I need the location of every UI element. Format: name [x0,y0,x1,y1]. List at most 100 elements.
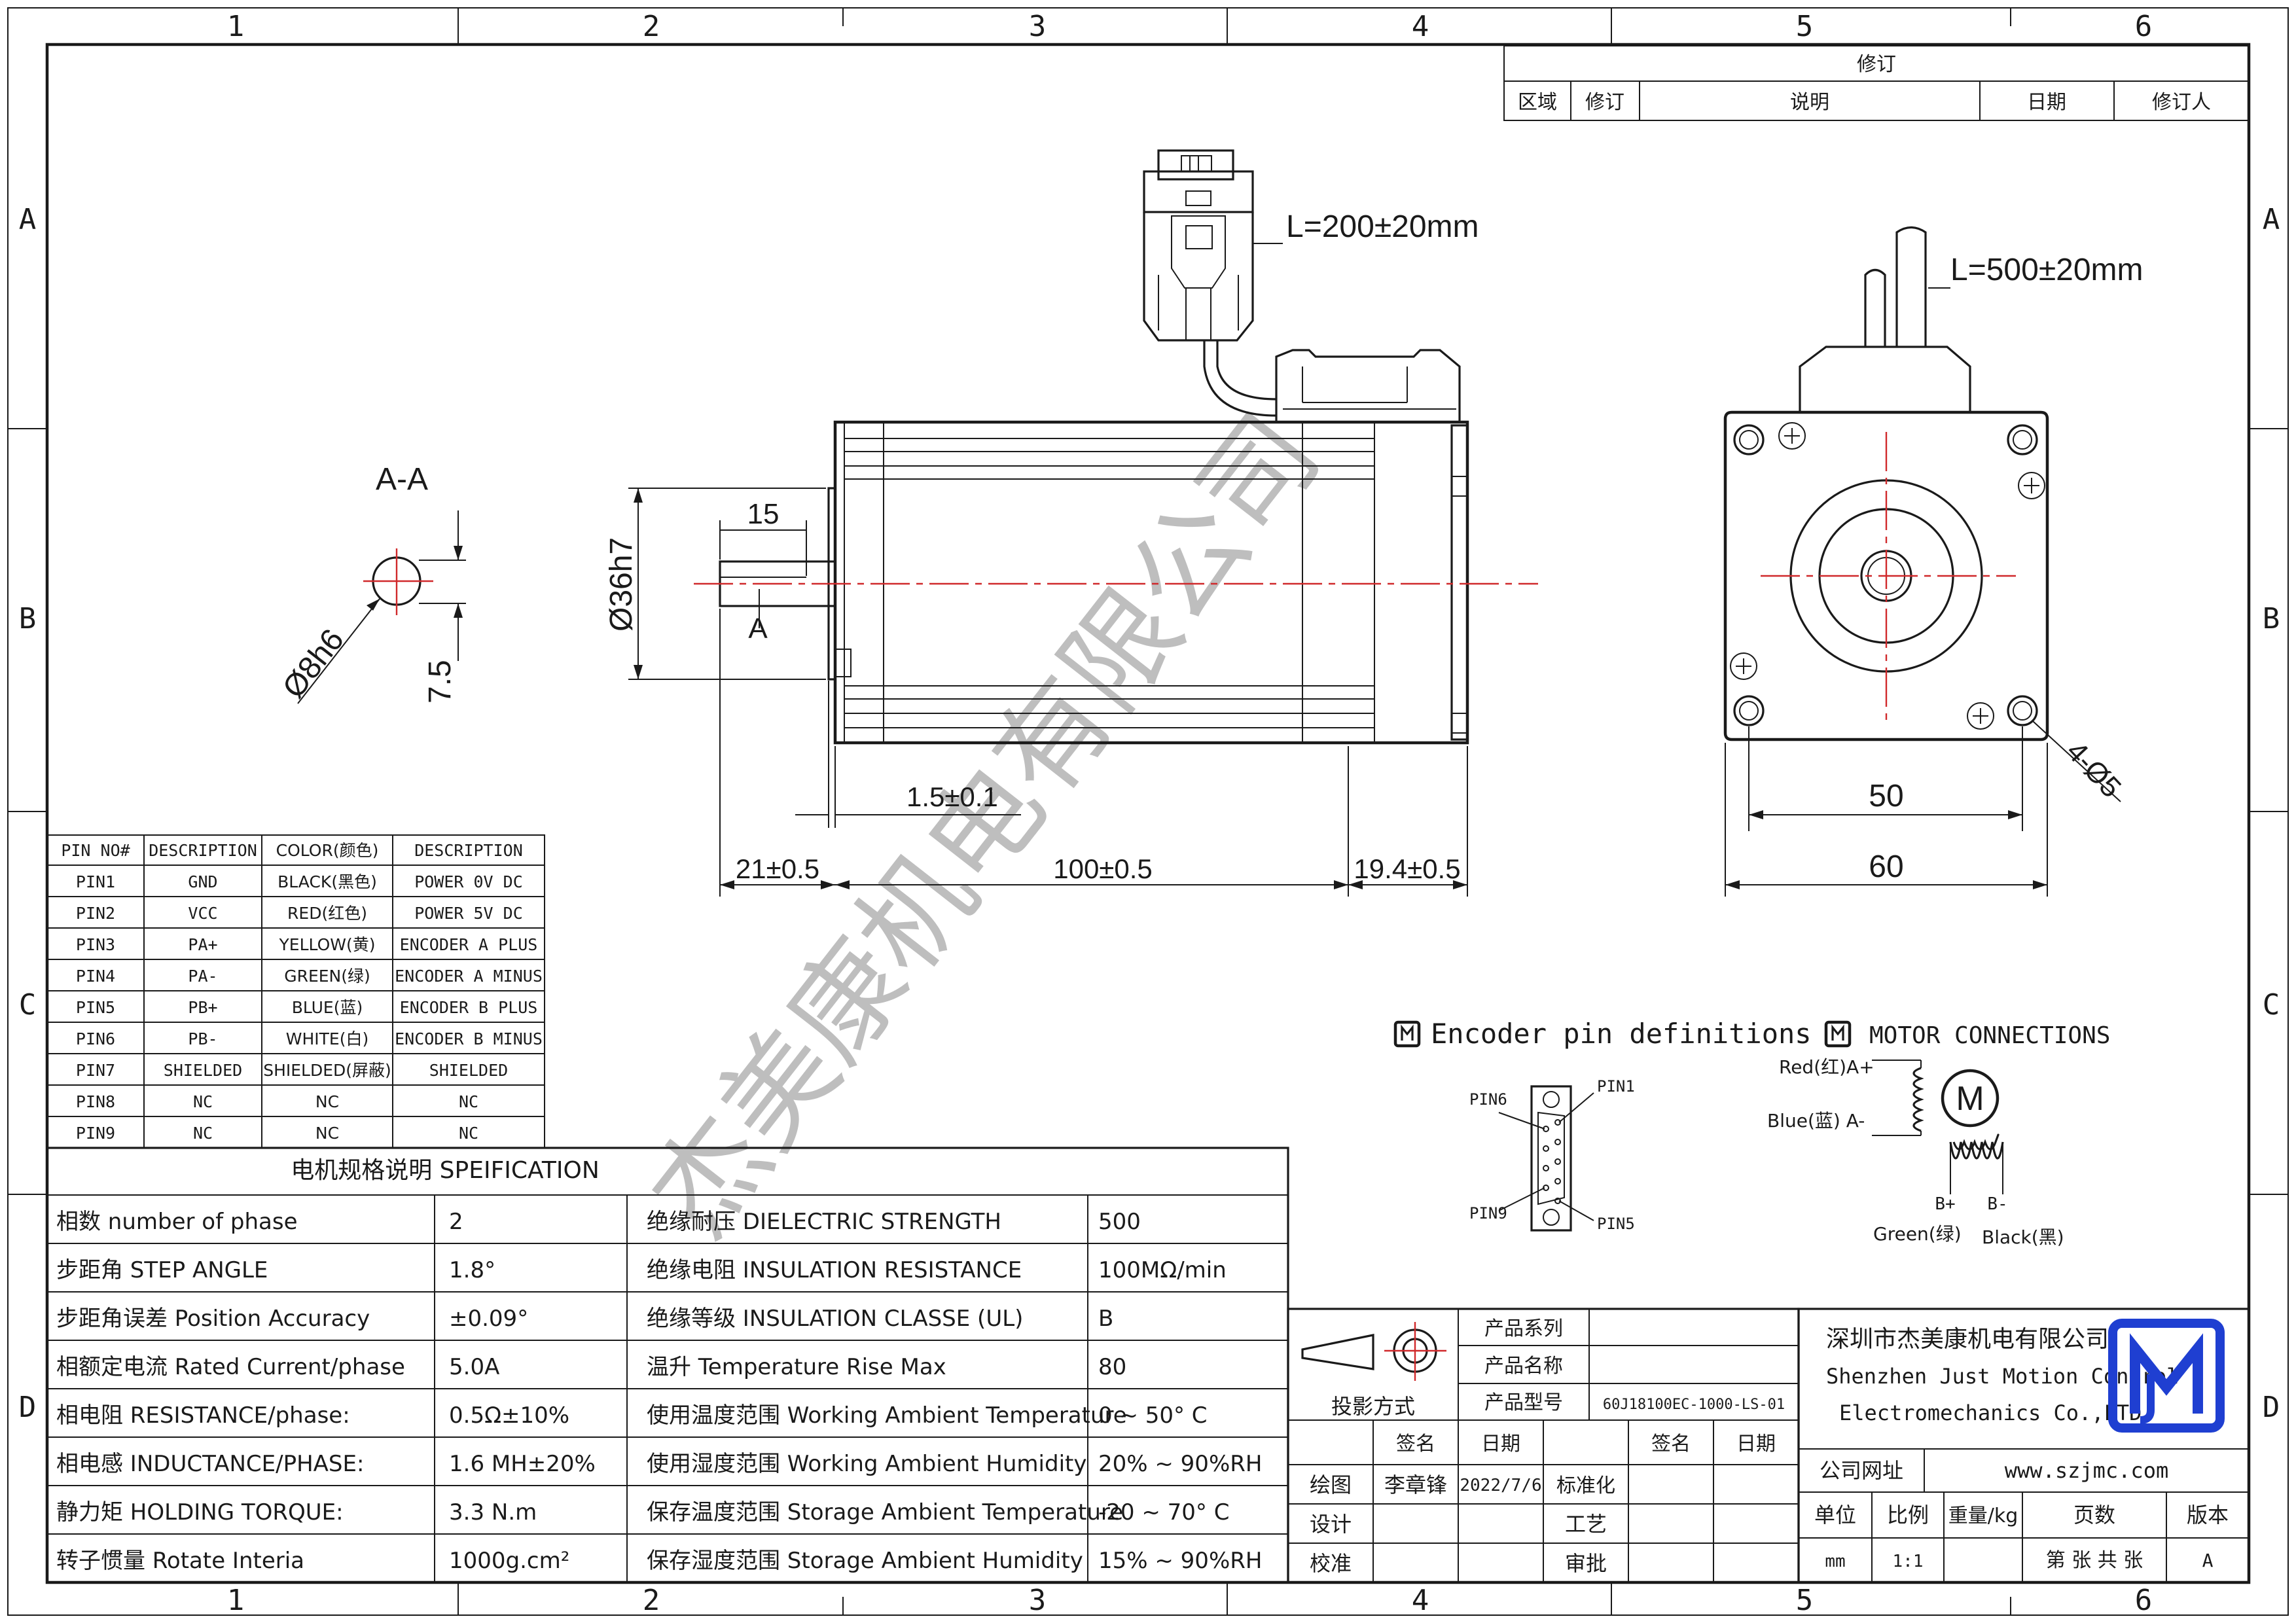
row-label-a: A [19,203,37,236]
pin-header-no: PIN NO# [61,841,130,860]
motor-b-minus: B- [1987,1194,2007,1214]
company-cn: 深圳市杰美康机电有限公司 [1826,1326,2109,1353]
col-label-3-bottom: 3 [1029,1584,1047,1617]
spec-value: 0.5Ω±10% [449,1402,569,1429]
spec-label: 相电阻 RESISTANCE/phase: [56,1402,350,1429]
pin-cell: BLACK(黑色) [278,872,377,891]
revision-table: 修订 区域 修订 说明 日期 修订人 [1503,45,2250,121]
pin-cell: PIN6 [76,1029,115,1048]
pin-cell: SHIELDED [429,1061,508,1080]
dim-hole-pitch: 50 [1869,779,1903,813]
col-label-5: 5 [1796,10,1814,43]
standard-label: 标准化 [1556,1474,1615,1497]
spec-label: 保存温度范围 Storage Ambient Temperature [647,1499,1123,1525]
encoder-pin9: PIN9 [1469,1204,1507,1222]
section-flat-dim: 7.5 [423,660,457,704]
process-label: 工艺 [1565,1512,1607,1537]
spec-label: 使用温度范围 Working Ambient Temperature [647,1402,1127,1429]
sign-label-2: 签名 [1651,1433,1691,1455]
pin-cell: ENCODER B MINUS [395,1029,543,1048]
pin-cell: BLUE(蓝) [292,998,363,1017]
spec-value: 2 [449,1209,463,1235]
row-label-c-right: C [2263,988,2280,1022]
encoder-pin5: PIN5 [1597,1215,1635,1233]
spec-value: 1000g.cm² [449,1548,569,1574]
dim-flange: 60 [1869,849,1903,884]
row-label-b-right: B [2263,602,2280,635]
motor-a-minus: Blue(蓝) A- [1767,1110,1865,1132]
company-logo-icon [2108,1319,2225,1433]
pin-cell: PIN8 [76,1092,115,1111]
revision-title: 修订 [1857,53,1896,76]
dim-holes: 4-Ø5 [2060,735,2128,804]
pin-cell: PIN9 [76,1124,115,1143]
dim-shaft-flat: 15 [747,498,780,530]
pin-cell: NC [315,1092,339,1111]
spec-value: B [1098,1306,1113,1332]
spec-label: 温升 Temperature Rise Max [647,1354,946,1380]
pin-cell: NC [459,1124,478,1143]
col-label-2: 2 [643,10,660,43]
pin-cell: POWER 0V DC [414,872,523,891]
section-shaft-dia: Ø8h6 [276,623,351,705]
spec-value: 100MΩ/min [1098,1257,1227,1283]
row-label-b: B [19,602,37,635]
spec-title: 电机规格说明 SPEIFICATION [291,1157,600,1184]
spec-label: 转子惯量 Rotate Interia [56,1548,304,1574]
pin-cell: PIN1 [76,872,115,891]
spec-value: 15% ~ 90%RH [1098,1548,1262,1574]
col-label-4: 4 [1412,10,1429,43]
col-label-6: 6 [2135,10,2153,43]
pages-label: 页数 [2073,1503,2115,1527]
spec-value: 80 [1098,1354,1126,1380]
dim-connector-cable: L=200±20mm [1286,209,1479,244]
pin-cell: PB+ [188,998,217,1017]
pages-value: 第 张 共 张 [2046,1549,2144,1572]
pin-header-color: COLOR(颜色) [276,841,379,860]
pin-cell: PIN5 [76,998,115,1017]
row-label-d-right: D [2263,1391,2280,1424]
check-label: 校准 [1310,1551,1352,1576]
col-label-3: 3 [1029,10,1047,43]
revision-header-rev: 修订 [1585,91,1624,114]
revision-header-date: 日期 [2027,91,2066,114]
spec-value: 20% ~ 90%RH [1098,1451,1262,1477]
unit-label: 单位 [1814,1503,1856,1527]
pin-cell: POWER 5V DC [414,904,523,923]
revision-header-area: 区域 [1518,91,1557,114]
product-series-label: 产品系列 [1484,1317,1563,1340]
row-label-d: D [19,1391,37,1424]
dim-shaft-len: 21±0.5 [736,853,819,884]
pin-cell: WHITE(白) [286,1029,368,1048]
encoder-pin6: PIN6 [1469,1090,1507,1109]
pin-cell: NC [193,1124,213,1143]
dim-body-len: 100±0.5 [1053,853,1153,884]
pin-cell: PA+ [188,935,217,954]
pin-cell: PIN7 [76,1061,115,1080]
company-en-2: Electromechanics Co.,LTD [1839,1400,2142,1425]
title-block: 投影方式 产品系列 产品名称 产品型号 60J18100EC-1000-LS-0… [1287,1308,2250,1584]
dim-encoder-len: 19.4±0.5 [1354,853,1460,884]
pin-cell: ENCODER A PLUS [400,935,538,954]
row-label-a-right: A [2263,203,2280,236]
version-label: 版本 [2187,1503,2229,1527]
pin-cell: PIN4 [76,967,115,986]
col-label-2-bottom: 2 [643,1584,660,1617]
pin-cell: PIN2 [76,904,115,923]
pin-cell: YELLOW(黄) [279,935,376,954]
motor-green: Green(绿) [1873,1223,1962,1245]
pin-cell: NC [459,1092,478,1111]
col-label-4-bottom: 4 [1412,1584,1429,1617]
pin-cell: PB- [188,1029,217,1048]
spec-value: 5.0A [449,1354,499,1380]
pin-header-desc2: DESCRIPTION [414,841,523,860]
motor-conn-title: MOTOR CONNECTIONS [1869,1022,2110,1049]
product-name-label: 产品名称 [1484,1355,1563,1378]
motor-black: Black(黑) [1982,1226,2064,1248]
spec-label: 相数 number of phase [56,1209,298,1235]
dim-pilot-depth: 1.5±0.1 [906,781,998,812]
date-label: 日期 [1481,1433,1520,1455]
dim-motor-cable: L=500±20mm [1950,253,2144,287]
pin-cell: SHIELDED(屏蔽) [263,1061,391,1080]
